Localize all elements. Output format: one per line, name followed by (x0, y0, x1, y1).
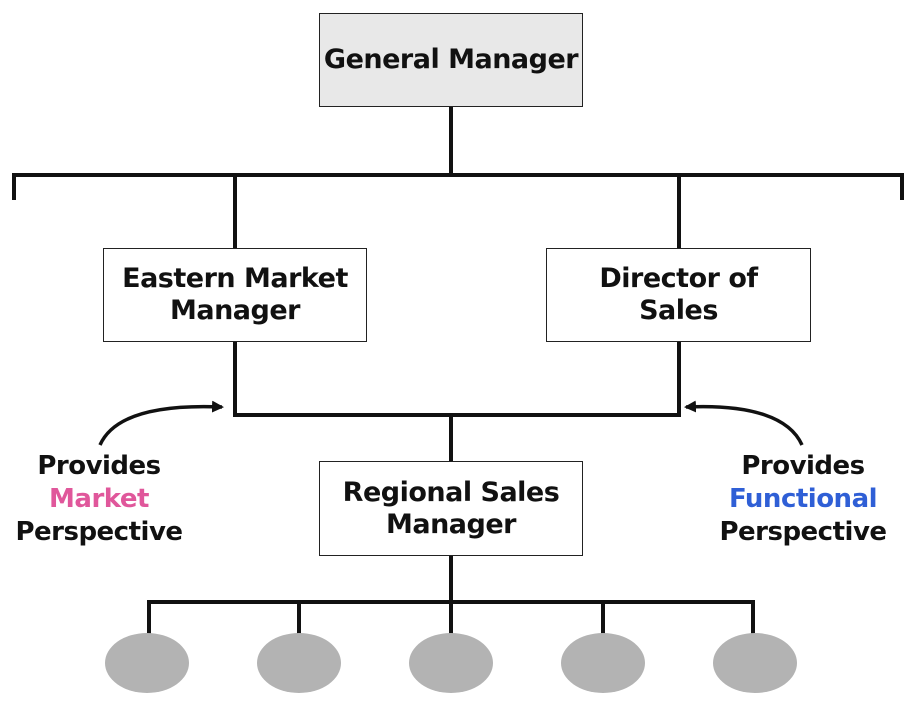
market-annotation-line1: Provides (37, 451, 161, 481)
functional-annotation-highlight: Functional (728, 484, 878, 514)
functional-annotation-line3: Perspective (719, 517, 887, 547)
general-manager-box: General Manager (319, 13, 583, 107)
regional-sales-manager-box: Regional Sales Manager (319, 461, 583, 556)
functional-perspective-annotation: Provides Functional Perspective (716, 450, 890, 549)
subordinate-node-2 (257, 633, 341, 693)
subordinate-node-1 (105, 633, 189, 693)
subordinate-node-3 (409, 633, 493, 693)
functional-arrow (684, 400, 804, 446)
eastern-market-manager-label-line2: Manager (170, 295, 300, 326)
market-annotation-line3: Perspective (15, 517, 183, 547)
regional-sales-manager-label-line2: Manager (386, 508, 516, 540)
director-of-sales-label-line1: Director of (599, 263, 758, 294)
subordinate-node-4 (561, 633, 645, 693)
general-manager-label: General Manager (323, 44, 579, 75)
eastern-market-manager-label-line1: Eastern Market (122, 263, 348, 294)
director-of-sales-label-line2: Sales (639, 295, 718, 326)
regional-sales-manager-label-line1: Regional Sales (342, 476, 560, 508)
market-annotation-highlight: Market (49, 484, 149, 514)
market-arrow (98, 400, 224, 446)
eastern-market-manager-box: Eastern Market Manager (103, 248, 367, 342)
functional-annotation-line1: Provides (741, 451, 865, 481)
subordinate-node-5 (713, 633, 797, 693)
market-perspective-annotation: Provides Market Perspective (14, 450, 184, 549)
director-of-sales-box: Director of Sales (546, 248, 811, 342)
